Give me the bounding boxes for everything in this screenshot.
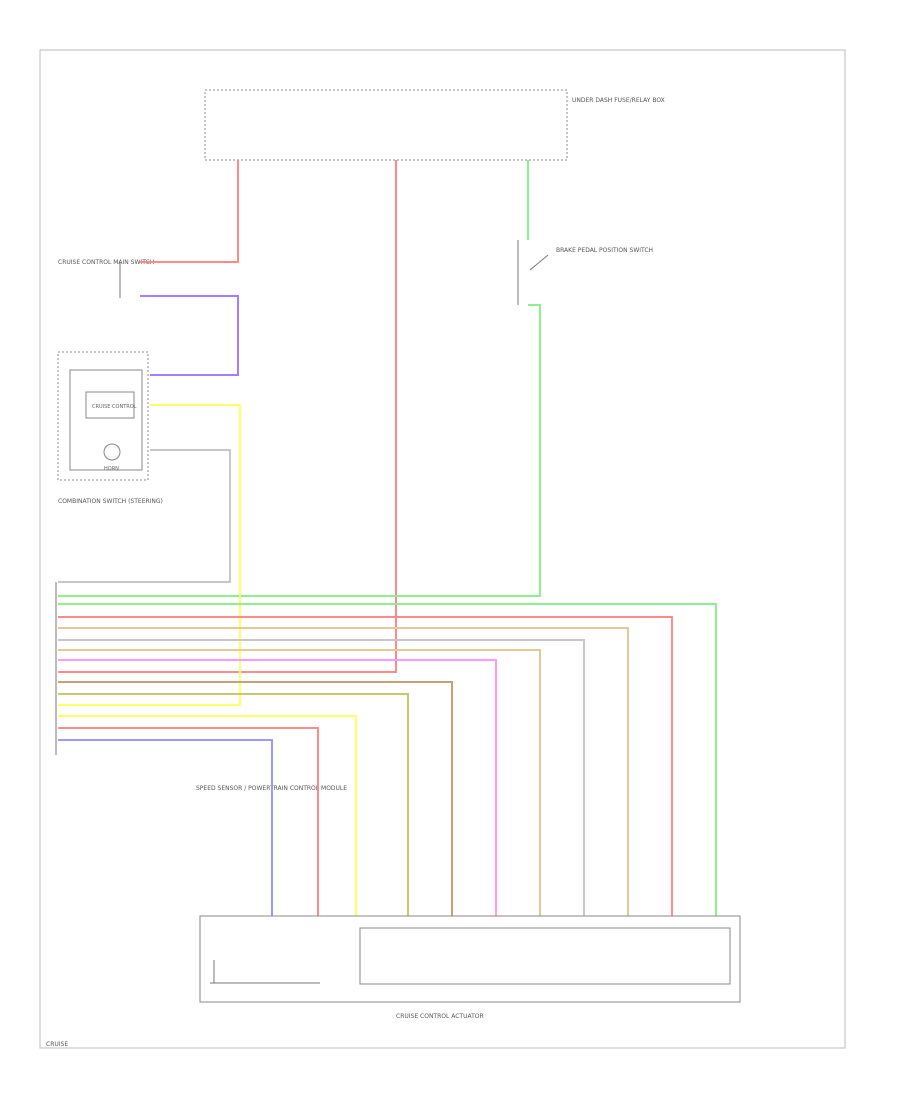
connector-pin-stack: SPEED SENSOR / POWERTRAIN CONTROL MODULE — [55, 582, 347, 792]
wire-pink-1 — [58, 659, 497, 916]
page-code: CRUISE — [46, 1041, 68, 1048]
wire-group — [58, 160, 717, 916]
horn-label: HORN — [104, 466, 119, 472]
actuator-module: CRUISE CONTROL ACTUATOR — [199, 915, 741, 1020]
wire-red-1 — [140, 160, 239, 263]
fuse-relay-box: UNDER DASH FUSE/RELAY BOX — [204, 89, 665, 161]
brake-switch-label: BRAKE PEDAL POSITION SWITCH — [556, 247, 653, 254]
wire-yellow-1 — [58, 404, 241, 706]
wire-red-3 — [58, 727, 319, 916]
cruise-control-label: CRUISE CONTROL — [92, 404, 137, 410]
page-frame — [39, 49, 846, 1049]
brake-pedal-switch: BRAKE PEDAL POSITION SWITCH — [517, 240, 653, 305]
combination-switch: CRUISE CONTROL HORN COMBINATION SWITCH (… — [57, 351, 163, 505]
wire-purple-1 — [140, 295, 239, 376]
wire-red-2 — [58, 616, 673, 916]
wire-tan-2 — [58, 649, 541, 916]
wire-red-main — [58, 160, 397, 673]
wire-tan-1 — [58, 627, 629, 916]
module-label: CRUISE CONTROL ACTUATOR — [396, 1013, 484, 1020]
wire-yellow-2 — [58, 715, 357, 916]
wire-brown-1 — [58, 681, 453, 916]
wire-blue-1 — [58, 739, 273, 916]
wire-gray-1 — [58, 449, 231, 583]
cruise-main-switch: CRUISE CONTROL MAIN SWITCH — [58, 259, 154, 298]
fuse-box-label: UNDER DASH FUSE/RELAY BOX — [572, 97, 665, 104]
combination-switch-label: COMBINATION SWITCH (STEERING) — [58, 498, 163, 505]
wire-gray-2 — [58, 639, 585, 916]
horn-icon — [103, 443, 121, 461]
wire-green-brake — [58, 160, 541, 597]
cruise-switch-label: CRUISE CONTROL MAIN SWITCH — [58, 259, 154, 266]
wire-olive-1 — [58, 693, 409, 916]
wire-green-2 — [58, 603, 717, 916]
